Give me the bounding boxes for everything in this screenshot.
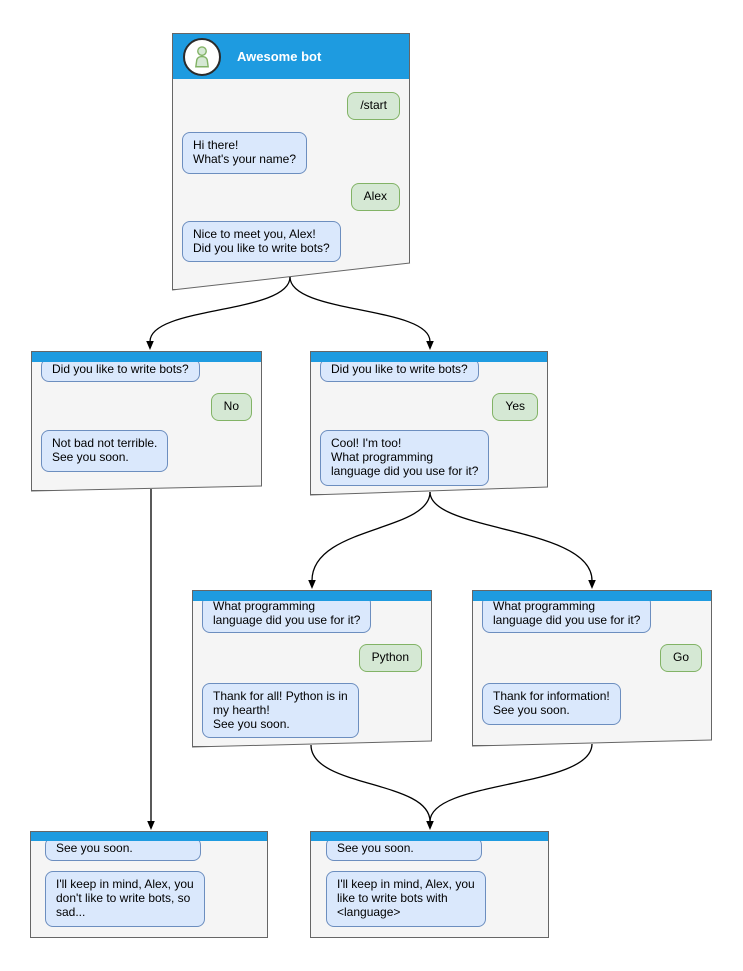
window-titlebar — [32, 352, 261, 362]
chat-window-end-no: See you soon. I'll keep in mind, Alex, y… — [30, 831, 268, 938]
connector-python-to-end — [310, 744, 431, 822]
bot-message-bubble: Thank for all! Python is in my hearth! S… — [202, 682, 359, 739]
user-message-bubble: Alex — [350, 182, 400, 211]
chat-window-end-yes: See you soon. I'll keep in mind, Alex, y… — [310, 831, 549, 938]
arrowhead-icon — [146, 341, 154, 350]
chat-window-branch-no: Did you like to write bots? No Not bad n… — [31, 351, 262, 491]
user-message-bubble: No — [210, 392, 252, 421]
bot-message-bubble: Did you like to write bots? — [41, 358, 200, 382]
bot-message-bubble: Nice to meet you, Alex! Did you like to … — [182, 220, 341, 263]
connector-start-to-yes — [289, 276, 431, 342]
bot-message-bubble: Cool! I'm too! What programming language… — [320, 429, 490, 486]
connector-go-to-end — [429, 743, 593, 822]
bot-message-bubble: What programming language did you use fo… — [202, 595, 372, 633]
window-titlebar — [31, 832, 267, 841]
chat-window-branch-yes: Did you like to write bots? Yes Cool! I'… — [310, 351, 548, 495]
arrowhead-icon — [308, 580, 316, 589]
user-message-bubble: Yes — [492, 392, 538, 421]
bot-message-bubble: See you soon. — [326, 837, 482, 861]
bot-avatar-icon — [183, 37, 221, 76]
window-titlebar — [311, 832, 548, 841]
bot-message-bubble: I'll keep in mind, Alex, you like to wri… — [326, 870, 486, 927]
bot-message-bubble: Not bad not terrible. See you soon. — [41, 429, 169, 472]
bot-message-bubble: I'll keep in mind, Alex, you don't like … — [45, 870, 205, 927]
connector-start-to-no — [149, 276, 291, 342]
connector-yes-to-go — [429, 491, 593, 581]
arrowhead-icon — [426, 821, 434, 830]
window-titlebar — [311, 352, 547, 362]
window-titlebar — [473, 591, 711, 601]
arrowhead-icon — [426, 341, 434, 350]
user-message-bubble: Go — [659, 643, 702, 672]
window-titlebar: Awesome bot — [173, 34, 409, 79]
user-message-bubble: /start — [347, 92, 400, 120]
bot-title: Awesome bot — [237, 49, 322, 64]
bot-message-bubble: Thank for information! See you soon. — [482, 682, 621, 725]
bot-message-bubble: What programming language did you use fo… — [482, 595, 652, 633]
chat-window-branch-python: What programming language did you use fo… — [192, 590, 432, 747]
window-titlebar — [193, 591, 431, 601]
chat-window-branch-go: What programming language did you use fo… — [472, 590, 712, 746]
arrowhead-icon — [147, 821, 155, 830]
connector-yes-to-python — [311, 491, 431, 581]
user-message-bubble: Python — [358, 643, 422, 672]
chat-window-start: Awesome bot /start Hi there! What's your… — [172, 33, 410, 290]
bot-message-bubble: Hi there! What's your name? — [182, 131, 308, 174]
arrowhead-icon — [588, 580, 596, 589]
